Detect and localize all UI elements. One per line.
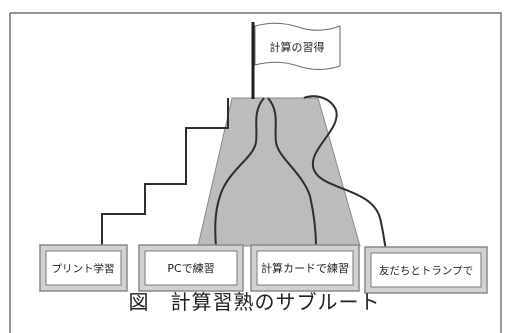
- box-card-game-inner: [370, 252, 482, 288]
- route-calc-cards: [267, 97, 317, 248]
- staircase-route: [101, 98, 229, 247]
- diagram-frame: [9, 12, 502, 333]
- goal-flag: [254, 22, 341, 70]
- box-calc-cards: 計算カードで練習: [250, 244, 360, 292]
- goal-flag-label: 計算の習得: [270, 40, 325, 54]
- route-card-game: [303, 95, 387, 250]
- route-pc-practice: [214, 97, 265, 248]
- figure-caption: 図 計算習熟のサブルート: [128, 290, 381, 314]
- box-calc-cards-inner: [256, 250, 354, 286]
- box-card-game-label: 友だちとトランプで: [379, 264, 473, 277]
- box-print-study: プリント学習: [39, 244, 128, 292]
- box-print-study-inner: [45, 250, 122, 286]
- box-card-game: 友だちとトランプで: [364, 246, 488, 294]
- box-print-study-label: プリント学習: [52, 262, 115, 275]
- box-pc-practice: PCで練習: [138, 244, 244, 292]
- box-pc-practice-inner: [144, 250, 238, 286]
- box-pc-practice-label: PCで練習: [167, 261, 214, 275]
- summit-hill: [197, 97, 361, 247]
- box-calc-cards-label: 計算カードで練習: [261, 261, 349, 275]
